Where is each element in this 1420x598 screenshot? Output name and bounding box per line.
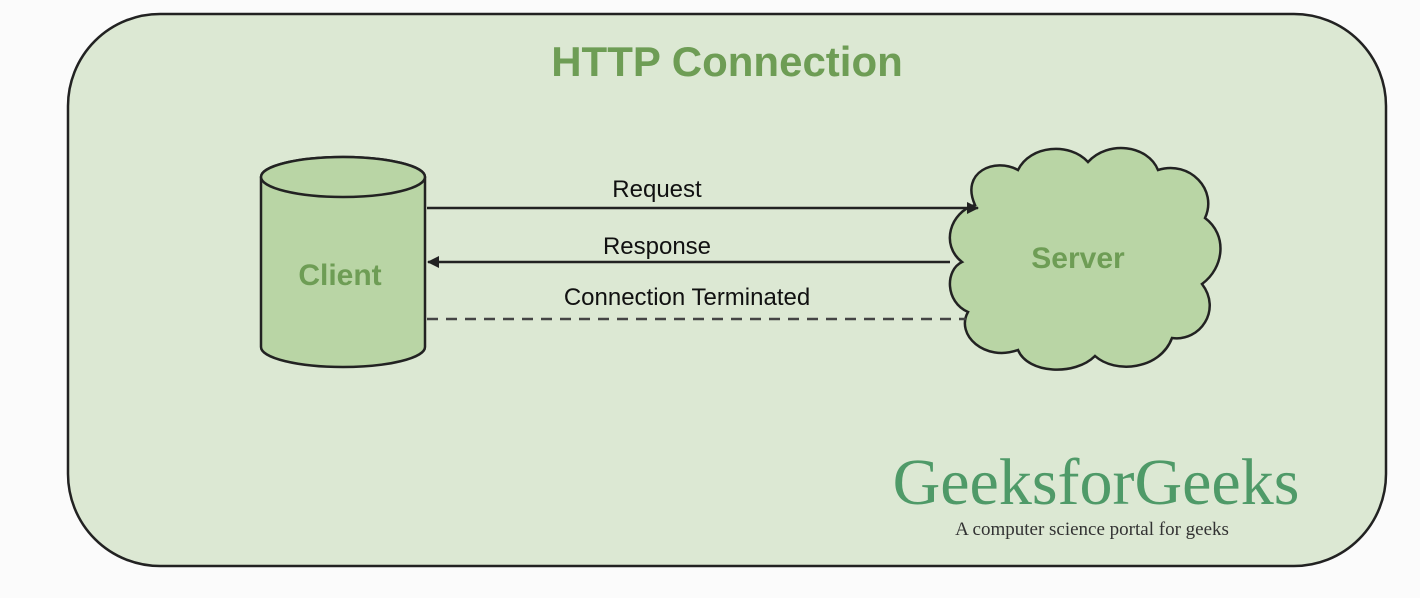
geeksforgeeks-watermark: GeeksforGeeks A computer science portal … (893, 446, 1300, 540)
response-label: Response (603, 233, 711, 260)
server-node: Server (948, 146, 1222, 371)
server-cloud-shape (948, 146, 1222, 371)
request-label: Request (612, 176, 702, 203)
terminated-edge: Connection Terminated (427, 284, 966, 321)
client-label: Client (298, 259, 381, 292)
server-label: Server (1031, 242, 1125, 275)
client-node: Client (259, 155, 427, 369)
terminated-label: Connection Terminated (564, 284, 810, 311)
request-edge: Request (427, 176, 979, 214)
brand-logo-text: GeeksforGeeks (893, 446, 1300, 519)
client-cylinder-top (259, 155, 427, 199)
diagram-title: HTTP Connection (551, 38, 903, 85)
response-edge: Response (427, 233, 950, 268)
brand-tagline: A computer science portal for geeks (955, 519, 1229, 540)
